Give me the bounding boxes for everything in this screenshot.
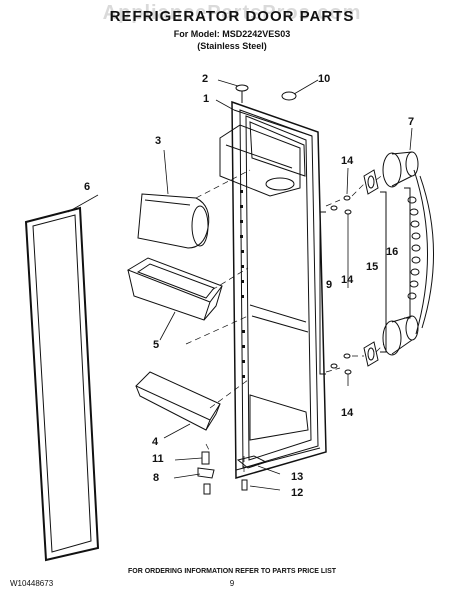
bracket-15: [380, 191, 387, 353]
document-number: W10448673: [10, 579, 54, 588]
page-title: REFRIGERATOR DOOR PARTS: [109, 8, 355, 25]
screw: [235, 84, 249, 103]
handle-coil: [407, 196, 421, 300]
callout-11: 11: [152, 453, 164, 465]
bracket-16: [404, 187, 411, 319]
ordering-note: FOR ORDERING INFORMATION REFER TO PARTS …: [127, 568, 337, 575]
model-variant: (Stainless Steel): [197, 41, 267, 51]
door-gasket: [24, 206, 100, 562]
liner-holes: [240, 190, 245, 378]
page-number: 9: [229, 579, 235, 588]
door-liner: [231, 100, 327, 479]
o-ring: [281, 91, 297, 101]
callout-6: 6: [84, 181, 91, 193]
callout-1: 1: [203, 93, 210, 105]
callout-13: 13: [291, 471, 304, 483]
door-bin: [126, 257, 223, 321]
handle-mount-upper: [363, 169, 379, 195]
callout-9: 9: [326, 279, 333, 291]
handle-mount-lower: [363, 341, 379, 367]
bottom-bin: [135, 371, 221, 431]
watermark: AppliancePartsPros.com: [102, 2, 362, 24]
callout-8: 8: [153, 472, 160, 484]
callout-10: 10: [318, 73, 331, 85]
callout-15: 15: [366, 261, 379, 273]
door-handle: [382, 151, 435, 356]
dairy-bin: [137, 193, 210, 249]
callout-16: 16: [386, 246, 399, 258]
callout-5: 5: [153, 339, 160, 351]
callout-14-middle: 14: [341, 274, 354, 286]
callout-14-bottom: 14: [341, 407, 354, 419]
callout-3: 3: [155, 135, 162, 147]
callout-4: 4: [152, 436, 159, 448]
callout-2: 2: [202, 73, 209, 85]
bracket-9: [319, 211, 326, 375]
assembly-lines: [185, 169, 385, 476]
callout-14-top: 14: [341, 155, 354, 167]
callout-12: 12: [291, 487, 304, 499]
callout-7: 7: [408, 116, 415, 128]
leader-lines: [67, 79, 413, 491]
model-number: For Model: MSD2242VES03: [173, 29, 291, 39]
dispenser-housing: [219, 124, 301, 197]
